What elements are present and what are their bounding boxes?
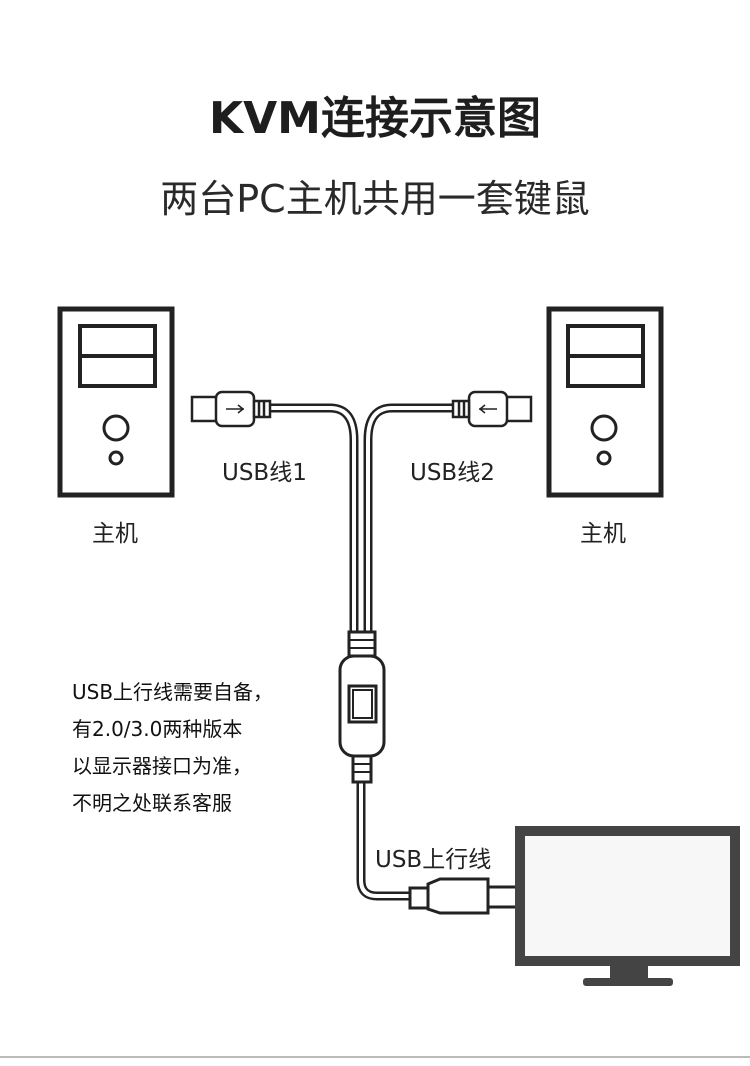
note-line: 有2.0/3.0两种版本 [72, 717, 243, 741]
monitor-icon [515, 826, 740, 986]
pc-right-label: 主机 [580, 521, 626, 547]
usb-plug-right-icon [451, 390, 533, 428]
page-subtitle: 两台PC主机共用一套键鼠 [160, 177, 590, 221]
pc-tower-right-icon [546, 306, 664, 498]
note-line: 以显示器接口为准， [72, 754, 252, 778]
usb-plug-left-icon [190, 390, 272, 428]
kvm-switch-icon [338, 630, 386, 784]
pc-tower-left-icon [57, 306, 175, 498]
usb-uplink-plug-icon [408, 877, 524, 915]
uplink-label: USB上行线 [375, 847, 492, 873]
pc-left-label: 主机 [92, 521, 138, 547]
note-line: 不明之处联系客服 [72, 791, 232, 815]
divider [0, 1056, 750, 1058]
note-text: USB上行线需要自备， 有2.0/3.0两种版本 以显示器接口为准， 不明之处联… [72, 674, 273, 822]
y-cable [270, 403, 455, 901]
usb1-label: USB线1 [222, 460, 307, 486]
note-line: USB上行线需要自备， [72, 680, 274, 704]
usb2-label: USB线2 [410, 460, 495, 486]
page-title: KVM连接示意图 [209, 93, 541, 144]
